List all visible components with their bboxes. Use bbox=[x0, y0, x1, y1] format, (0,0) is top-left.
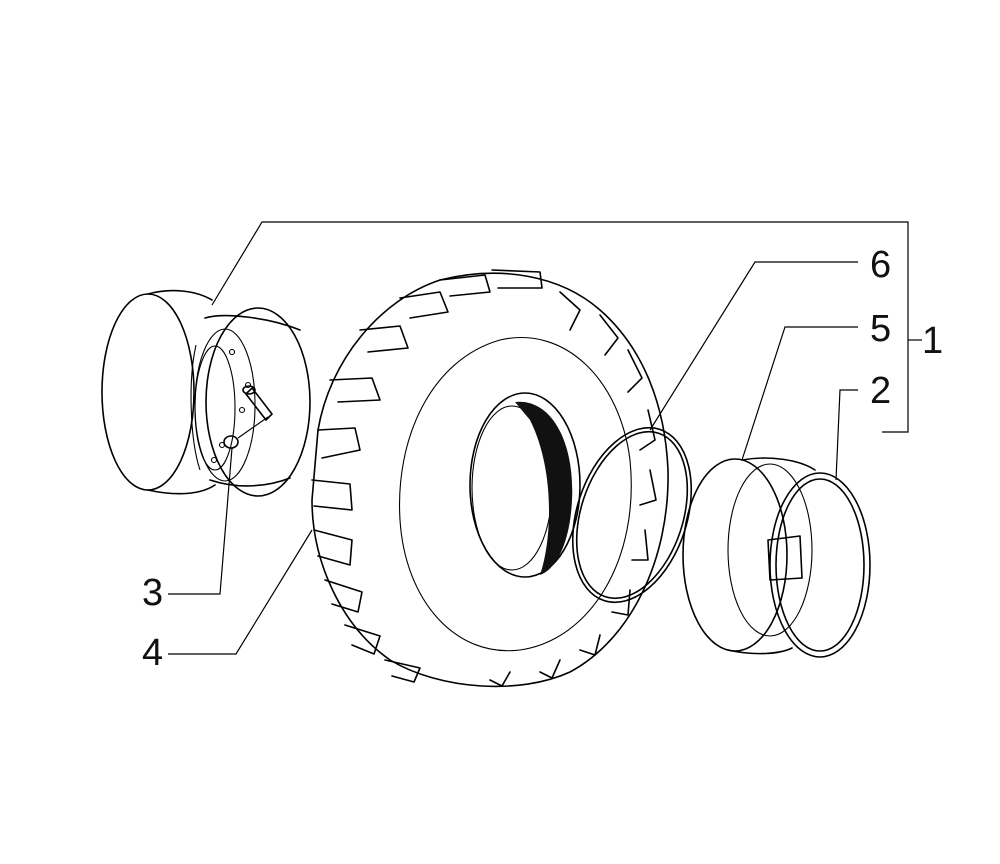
valve-stem bbox=[223, 385, 273, 449]
callout-2: 2 bbox=[870, 370, 892, 412]
wheel-rim bbox=[101, 289, 311, 497]
callout-6: 6 bbox=[870, 244, 892, 286]
callout-1: 1 bbox=[922, 320, 944, 362]
callout-3: 3 bbox=[142, 572, 164, 614]
callout-4: 4 bbox=[142, 632, 164, 674]
lock-ring bbox=[767, 472, 871, 658]
tire bbox=[311, 269, 669, 688]
callout-5: 5 bbox=[870, 308, 892, 350]
rim-flange bbox=[682, 457, 816, 655]
leader-lines bbox=[168, 221, 922, 655]
